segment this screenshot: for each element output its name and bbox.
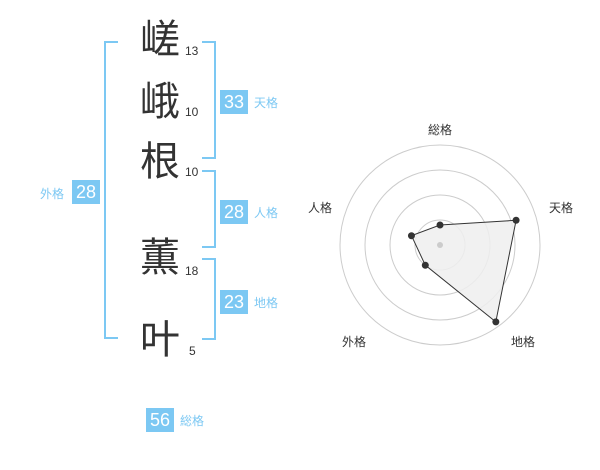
radar-axis-label-jinkaku: 人格 [308,200,332,215]
name-char-5-strokes: 5 [189,344,196,358]
name-char-2-strokes: 10 [185,105,199,119]
radar-point-2 [492,318,500,326]
gaikaku-bracket [104,41,118,339]
radar-polygon [410,219,517,323]
name-char-3-strokes: 10 [185,165,199,179]
jinkaku-label: 人格 [254,206,279,220]
radar-ring-4 [339,144,541,346]
soukaku-label: 総格 [180,414,205,428]
name-char-4: 薫 [140,235,180,281]
chikaku-bracket [202,258,216,340]
radar-axis-label-soukaku: 総格 [428,122,452,137]
jinkaku-badge: 28 [220,200,248,224]
name-char-5: 叶 [140,317,180,363]
radar-points [407,216,520,326]
radar-point-0 [436,221,444,229]
name-char-4-strokes: 18 [185,264,199,278]
chikaku-badge: 23 [220,290,248,314]
chikaku-label: 地格 [254,296,279,310]
name-char-2: 峨 [140,79,180,125]
name-char-1-strokes: 13 [185,44,199,58]
radar-axis-label-gaikaku: 外格 [342,334,366,349]
gaikaku-badge: 28 [72,180,100,204]
tenkaku-label: 天格 [254,96,279,110]
name-char-1: 嵯 [140,17,180,63]
radar-point-3 [421,261,429,269]
gaikaku-label: 外格 [40,187,65,201]
tenkaku-badge: 33 [220,90,248,114]
radar-axis-label-tenkaku: 天格 [549,200,573,215]
radar-point-4 [407,232,415,240]
tenkaku-bracket [202,41,216,159]
radar-point-1 [512,216,520,224]
name-char-3: 根 [140,139,180,185]
radar-center-dot [437,242,443,248]
radar-axis-label-chikaku: 地格 [511,334,535,349]
soukaku-badge: 56 [146,408,174,432]
jinkaku-bracket [202,170,216,248]
radar-ring-3 [364,169,516,321]
